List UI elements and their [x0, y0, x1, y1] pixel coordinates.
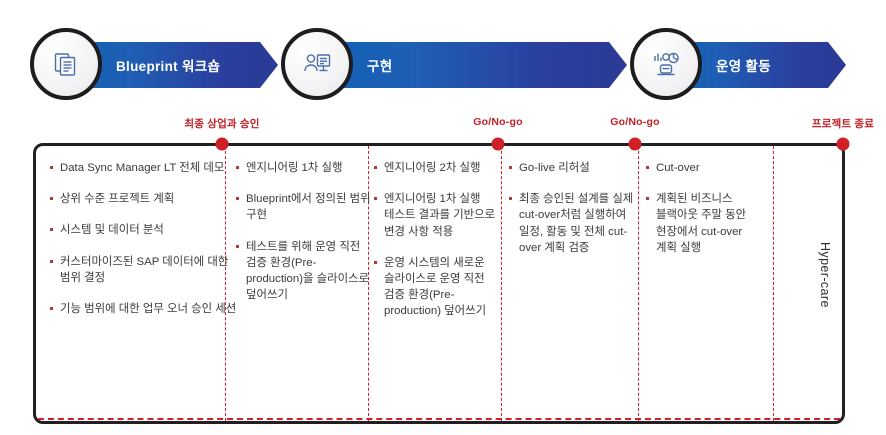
analytics-person-icon — [650, 49, 682, 79]
timeline-column-cut-over: Cut-over 계획된 비즈니스 블랙아웃 주말 동안 현장에서 cut-ove… — [646, 160, 766, 271]
list-item: 기능 범위에 대한 업무 오너 승인 세션 — [50, 301, 246, 317]
list-item: Data Sync Manager LT 전체 데모 — [50, 160, 246, 176]
column-divider — [501, 146, 502, 421]
list-item: Cut-over — [646, 160, 766, 176]
card-dashed-bottom-border — [38, 418, 840, 420]
milestone-dot — [836, 137, 850, 151]
list-item: 테스트를 위해 운영 직전 검증 환경(Pre-production)을 슬라이… — [236, 239, 371, 304]
phase-banner-implementation[interactable]: 구현 — [281, 28, 627, 100]
list-item: 커스터마이즈된 SAP 데이터에 대한 범위 결정 — [50, 254, 246, 286]
milestone-label-go-no-go-1: Go/No-go — [473, 116, 523, 128]
milestone-label-final-approval: 최종 상업과 승인 — [184, 118, 260, 130]
milestone-label-go-no-go-2: Go/No-go — [610, 116, 660, 128]
list-item: 상위 수준 프로젝트 계획 — [50, 191, 246, 207]
list-item: 엔지니어링 2차 실행 — [374, 160, 504, 176]
phase-label: Blueprint 워크숍 — [116, 59, 221, 74]
milestone-label-project-end: 프로젝트 종료 — [811, 118, 875, 130]
list-item: Blueprint에서 정의된 범위 구현 — [236, 191, 371, 223]
phase-icon-bubble — [30, 28, 102, 100]
phase-banner-operational-activities[interactable]: 운영 활동 — [630, 28, 846, 100]
phase-label: 구현 — [367, 59, 393, 74]
phase-label: 운영 활동 — [716, 59, 771, 74]
bullet-list: Cut-over 계획된 비즈니스 블랙아웃 주말 동안 현장에서 cut-ove… — [646, 160, 766, 256]
column-divider — [773, 146, 774, 421]
milestone-dot — [215, 137, 229, 151]
documents-icon — [51, 49, 81, 79]
list-item: 시스템 및 데이터 분석 — [50, 222, 246, 238]
phase-banner-blueprint-workshop[interactable]: Blueprint 워크숍 — [30, 28, 278, 100]
presentation-person-icon — [301, 49, 333, 79]
list-item: 엔지니어링 1차 실행 — [236, 160, 371, 176]
list-item: 계획된 비즈니스 블랙아웃 주말 동안 현장에서 cut-over 계획 실행 — [646, 191, 766, 256]
milestone-dot — [491, 137, 505, 151]
column-divider — [225, 146, 226, 421]
phase-icon-bubble — [281, 28, 353, 100]
list-item: Go-live 리허설 — [509, 160, 637, 176]
column-divider — [638, 146, 639, 421]
list-item: 최종 승인된 설계를 실제 cut-over처럼 실행하여 일정, 활동 및 전… — [509, 191, 637, 256]
phase-icon-bubble — [630, 28, 702, 100]
column-divider — [368, 146, 369, 421]
list-item: 운영 시스템의 새로운 슬라이스로 운영 직전 검증 환경(Pre-produc… — [374, 255, 504, 320]
list-item: 엔지니어링 1차 실행 테스트 결과를 기반으로 변경 사항 적용 — [374, 191, 504, 240]
hyper-care-label: Hyper-care — [818, 242, 832, 308]
milestone-dot — [628, 137, 642, 151]
phase-chevron: 구현 — [297, 42, 627, 88]
